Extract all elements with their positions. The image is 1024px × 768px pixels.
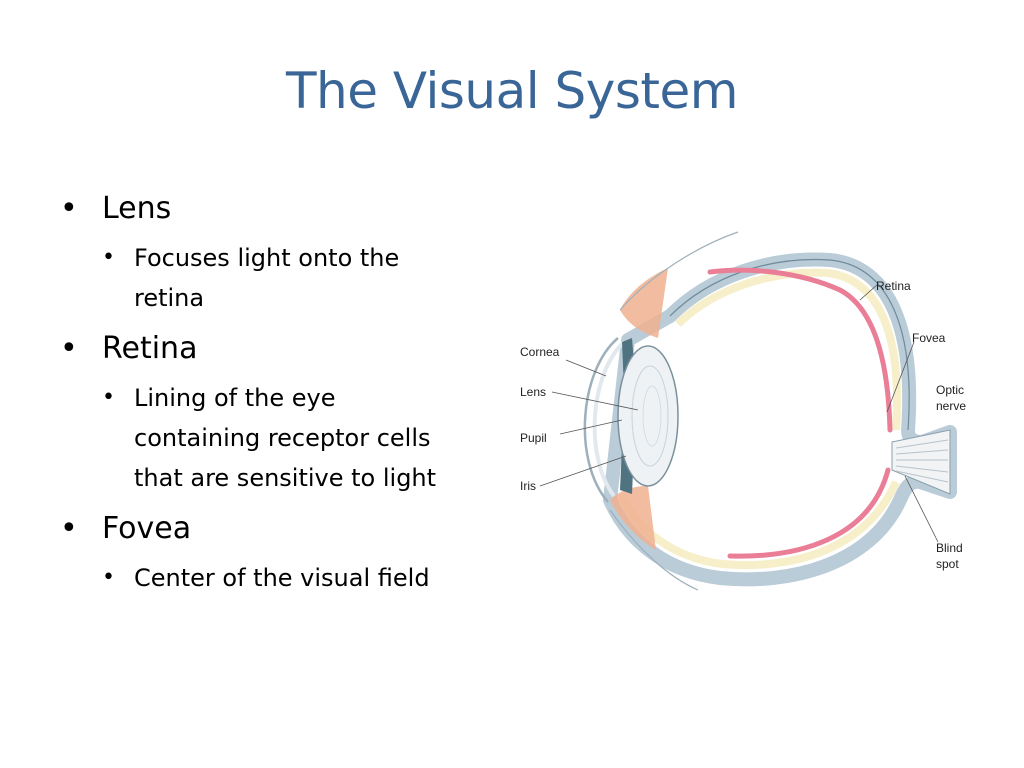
label-pupil: Pupil [520,431,547,445]
bullet-dot: • [102,565,115,590]
slide-title: The Visual System [286,62,739,120]
cornea [583,337,619,503]
bullet-list: • Lens • Focuses light onto the retina •… [58,190,488,610]
label-iris: Iris [520,479,536,493]
sub-bullet-line: Lining of the eye [134,384,336,412]
sub-bullet-line: that are sensitive to light [134,464,437,492]
optic-nerve-fibers [895,439,949,483]
cornea-inner [592,340,626,498]
label-optic-nerve-2: nerve [936,399,966,413]
sub-bullet-lens: • Focuses light onto the retina [58,238,488,318]
bullet-dot: • [60,191,78,226]
retina-layer [707,267,893,559]
bullet-lens-label: Lens [102,191,172,226]
bullet-dot: • [60,331,78,366]
bullet-retina-label: Retina [102,331,198,366]
sub-bullet-line: containing receptor cells [134,424,431,452]
label-lens: Lens [520,385,546,399]
label-blind-spot-2: spot [936,557,959,571]
leader-lines [539,283,939,543]
sub-bullet-line: Center of the visual field [134,564,430,592]
bullet-dot: • [60,511,78,546]
label-optic-nerve-1: Optic [936,383,964,397]
label-blind-spot-1: Blind [936,541,963,555]
eyelid-top [619,231,739,311]
eye-diagram: Retina Fovea Optic nerve Cornea Lens Pup… [520,231,966,591]
bullet-lens: • Lens [58,190,488,228]
sub-bullet-fovea: • Center of the visual field [58,558,488,598]
lens-rings [631,365,669,467]
ciliary-muscle-bottom [610,486,656,550]
bullet-dot: • [102,245,115,270]
ciliary-muscle-top [620,268,668,338]
sub-bullet-line: retina [134,284,205,312]
label-cornea: Cornea [520,345,560,359]
sub-bullet-retina: • Lining of the eye containing receptor … [58,378,488,498]
sub-bullet-line: Focuses light onto the [134,244,400,272]
label-retina: Retina [876,279,911,293]
bullet-dot: • [102,385,115,410]
label-fovea: Fovea [912,331,946,345]
eyelid-bottom [609,509,699,591]
lens-rings-inner [642,385,662,447]
lens-shape [617,345,679,487]
bullet-retina: • Retina [58,330,488,368]
sclera-outline [669,258,910,431]
bullet-fovea-label: Fovea [102,511,192,546]
bullet-fovea: • Fovea [58,510,488,548]
